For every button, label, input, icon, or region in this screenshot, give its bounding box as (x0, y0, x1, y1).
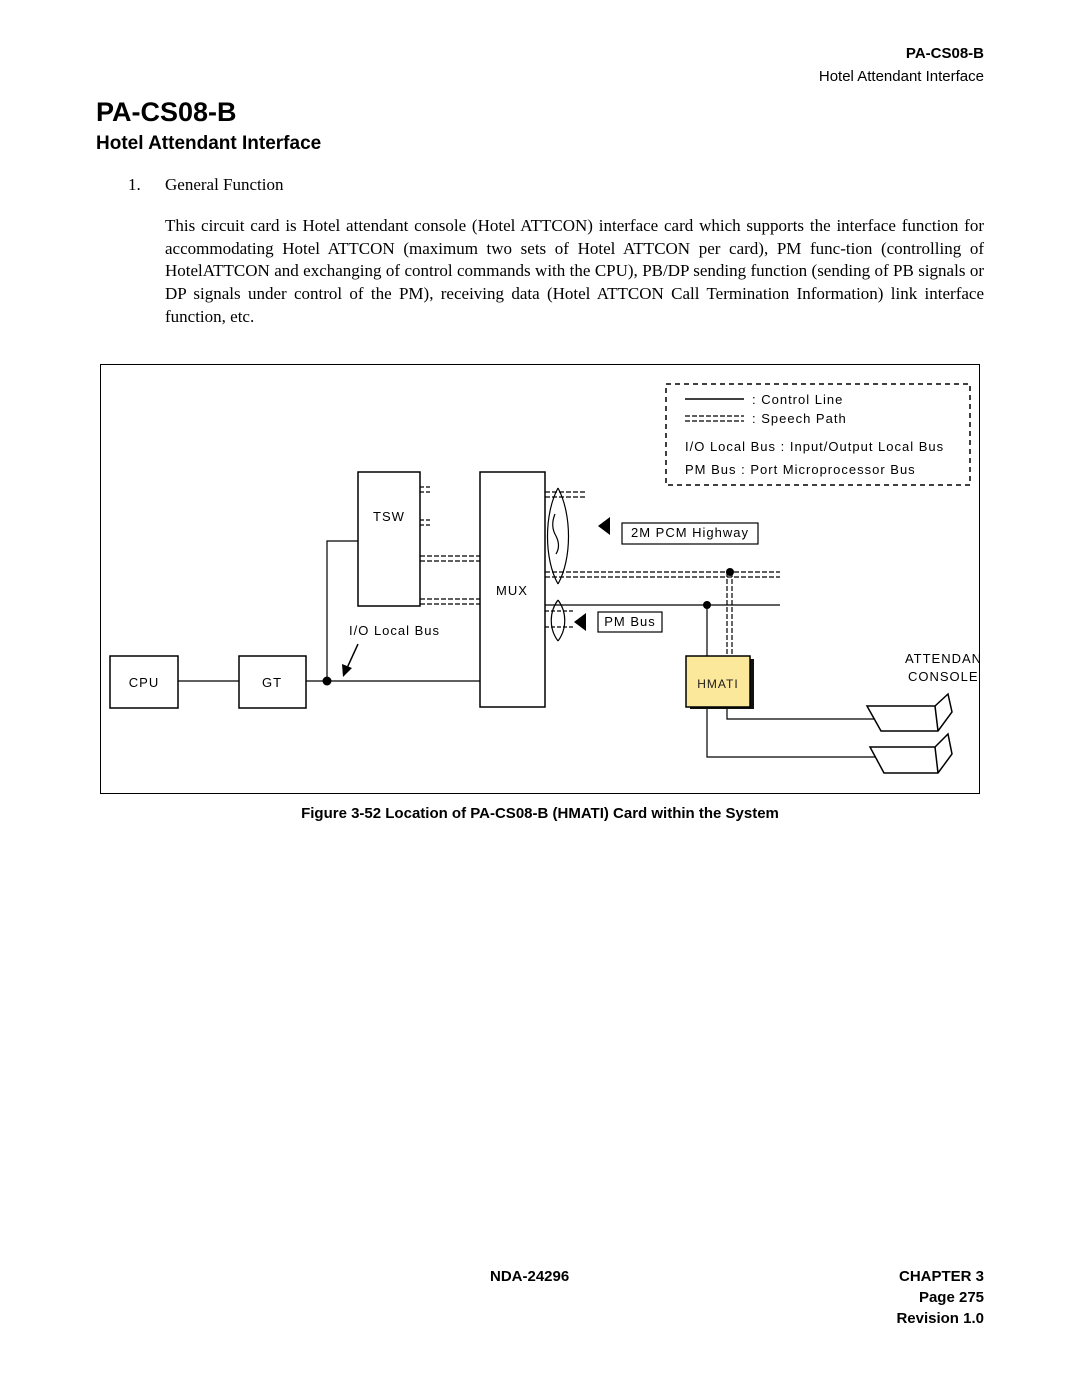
legend-control-line: : Control Line (752, 392, 843, 407)
tsw-mux-speech-path (420, 555, 480, 605)
section-body-paragraph: This circuit card is Hotel attendant con… (165, 216, 984, 326)
pcm-highway-lines (545, 571, 780, 578)
hmati-card (685, 655, 751, 708)
legend-pm-bus: PM Bus : Port Microprocessor Bus (685, 462, 916, 477)
gt-tsw-control-line (326, 540, 358, 681)
pcm-highway-label-box (621, 522, 759, 545)
legend-speech-path: : Speech Path (752, 411, 847, 426)
io-local-bus-arrow-icon (342, 664, 352, 677)
system-diagram-svg: : Control Line : Speech Path I/O Local B… (100, 364, 1010, 794)
console-link-2 (706, 709, 882, 758)
tsw-label: TSW (373, 509, 405, 524)
attendant-console-icon-1 (865, 692, 953, 732)
attendant-label: ATTENDANT (905, 651, 980, 666)
console-link-1 (726, 709, 885, 720)
cpu-label: CPU (129, 675, 159, 690)
tsw-block (357, 471, 421, 607)
footer-chapter: CHAPTER 3 (898, 1268, 984, 1285)
cpu-block (109, 655, 179, 709)
pcm-highway-arrow-icon (598, 517, 610, 535)
footer-revision: Revision 1.0 (896, 1310, 984, 1327)
pm-bus-cable-bundle (545, 599, 575, 642)
section-number: 1. (128, 175, 141, 194)
running-header-subtitle: Hotel Attendant Interface (818, 68, 984, 85)
legend-io-local-bus: I/O Local Bus : Input/Output Local Bus (685, 439, 944, 454)
page-subtitle: Hotel Attendant Interface (96, 133, 322, 154)
system-diagram: : Control Line : Speech Path I/O Local B… (100, 364, 1010, 794)
footer-page-number: Page 275 (918, 1289, 984, 1306)
io-local-bus-pointer (346, 643, 359, 669)
attendant-console-icon-2 (868, 732, 953, 774)
legend: : Control Line : Speech Path I/O Local B… (665, 383, 971, 486)
highway-cable-bundle (546, 487, 570, 585)
io-local-bus-label: I/O Local Bus (349, 623, 440, 638)
console-label: CONSOLE (×2) (908, 669, 980, 684)
section-heading-text: General Function (165, 175, 284, 194)
running-header-code: PA-CS08-B (905, 45, 984, 62)
page-title: PA-CS08-B (96, 97, 237, 127)
figure-caption: Figure 3-52 Location of PA-CS08-B (HMATI… (301, 805, 779, 822)
mux-block (479, 471, 546, 708)
footer-document-number: NDA-24296 (490, 1268, 570, 1285)
mux-label: MUX (496, 583, 528, 598)
gt-block (238, 655, 307, 709)
section-heading: 1. General Function (128, 175, 284, 195)
pcm-highway-label: 2M PCM Highway (631, 525, 749, 540)
figure-frame (100, 364, 980, 794)
hmati-label: HMATI (697, 677, 738, 691)
pm-bus-arrow-icon (574, 613, 586, 631)
gt-label: GT (262, 675, 282, 690)
legend-frame (665, 383, 971, 486)
pm-bus-label-box (597, 611, 663, 633)
pm-bus-label: PM Bus (604, 614, 656, 629)
